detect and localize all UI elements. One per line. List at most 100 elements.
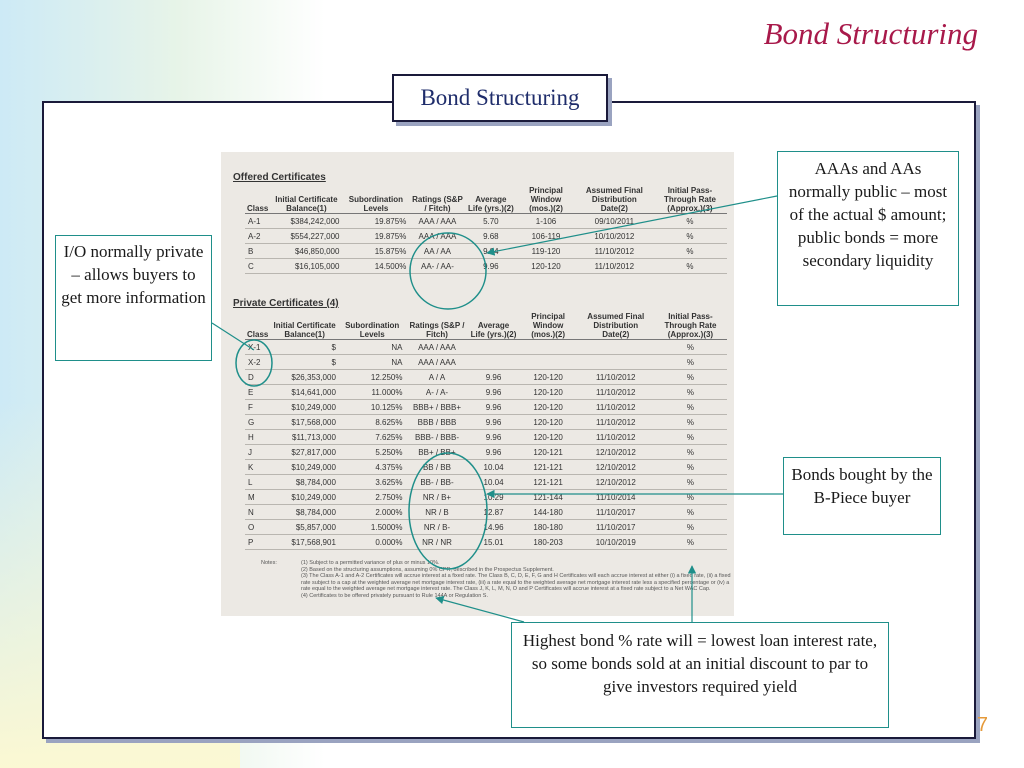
cell-ratings: AA / AA [409,243,466,259]
cell-principal-window [518,354,578,370]
cell-final-date: 12/10/2012 [577,474,654,490]
cell-subordination: 19.875% [342,213,410,229]
cell-balance: $554,227,000 [270,228,343,244]
cell-rate: % [653,429,727,445]
cell-rate: % [652,243,727,259]
cell-balance: $17,568,901 [270,534,339,550]
cell-subordination: 3.625% [338,474,406,490]
cell-balance: $10,249,000 [270,459,339,475]
cell-average-life: 9.96 [468,429,519,445]
header-ratings: Ratings (S&P / Fitch) [405,312,469,340]
cell-final-date: 12/10/2012 [577,444,654,460]
cell-subordination: 0.000% [338,534,406,550]
cell-average-life: 10.29 [468,489,519,505]
cell-final-date: 11/10/2012 [577,414,654,430]
cell-final-date: 10/10/2012 [575,228,653,244]
cell-balance: $384,242,000 [270,213,343,229]
cell-ratings: BB+ / BB+ [405,444,469,460]
cell-average-life: 9.96 [468,399,519,415]
cell-principal-window: 180-180 [518,519,578,535]
cell-ratings: AAA / AAA [405,354,469,370]
cell-subordination: 5.250% [338,444,406,460]
cell-ratings: BBB / BBB [405,414,469,430]
cell-principal-window: 120-121 [518,444,578,460]
cell-subordination: 14.500% [342,258,410,274]
cell-final-date: 11/10/2012 [575,258,653,274]
cell-principal-window: 120-120 [518,369,578,385]
notes-line: (2) Based on the structuring assumptions… [301,566,554,573]
header-subordination: Subordination Levels [338,312,406,340]
header-final-date: Assumed Final Distribution Date(2) [575,186,653,214]
cell-balance: $17,568,000 [270,414,339,430]
notes-line: (4) Certificates to be offered privately… [301,592,489,599]
cell-rate: % [653,489,727,505]
cell-final-date: 11/10/2012 [577,429,654,445]
header-subordination: Subordination Levels [342,186,410,214]
cell-balance: $8,784,000 [270,504,339,520]
cell-class: X-2 [245,354,271,370]
cell-ratings: AAA / AAA [409,213,466,229]
callout-aaas: AAAs and AAs normally public – most of t… [777,151,959,306]
cell-ratings: A / A [405,369,469,385]
cell-final-date: 11/10/2017 [577,504,654,520]
cell-ratings: NR / B- [405,519,469,535]
cell-average-life: 9.96 [468,414,519,430]
header-principal-window: Principal Window (mos.)(2) [518,312,578,340]
cell-final-date: 10/10/2019 [577,534,654,550]
cell-final-date: 12/10/2012 [577,459,654,475]
cell-final-date: 11/10/2012 [577,369,654,385]
header-class: Class [245,312,271,340]
cell-final-date: 11/10/2012 [577,384,654,400]
header-balance: Initial Certificate Balance(1) [270,312,339,340]
cell-rate: % [653,354,727,370]
cell-class: A-2 [245,228,271,244]
cell-average-life: 10.04 [468,459,519,475]
cell-ratings: AA- / AA- [409,258,466,274]
cell-principal-window: 180-203 [518,534,578,550]
cell-ratings: NR / B [405,504,469,520]
cell-class: L [245,474,271,490]
cell-class: E [245,384,271,400]
cell-principal-window: 121-121 [518,474,578,490]
cell-principal-window: 120-120 [518,384,578,400]
notes-line: (3) The Class A-1 and A-2 Certificates w… [301,573,731,593]
cell-class: N [245,504,271,520]
cell-balance: $10,249,000 [270,489,339,505]
cell-principal-window: 121-121 [518,459,578,475]
cell-class: C [245,258,271,274]
cell-final-date [577,339,654,355]
cell-average-life [468,339,519,355]
cell-subordination: 1.5000% [338,519,406,535]
callout-bpiece: Bonds bought by the B-Piece buyer [783,457,941,535]
cell-class: B [245,243,271,259]
cell-principal-window [518,339,578,355]
cell-average-life [468,354,519,370]
cell-balance: $11,713,000 [270,429,339,445]
cell-subordination: 11.000% [338,384,406,400]
notes-line: (1) Subject to a permitted variance of p… [301,560,440,566]
cell-ratings: BB / BB [405,459,469,475]
cell-ratings: A- / A- [405,384,469,400]
cell-class: A-1 [245,213,271,229]
cell-balance: $10,249,000 [270,399,339,415]
cell-class: M [245,489,271,505]
cell-final-date: 11/10/2012 [575,243,653,259]
cell-principal-window: 106-119 [516,228,576,244]
offered-certificates-title: Offered Certificates [233,172,326,183]
cell-rate: % [653,459,727,475]
cell-rate: % [652,258,727,274]
header-average-life: Average Life (yrs.)(2) [468,312,519,340]
cell-subordination: 12.250% [338,369,406,385]
